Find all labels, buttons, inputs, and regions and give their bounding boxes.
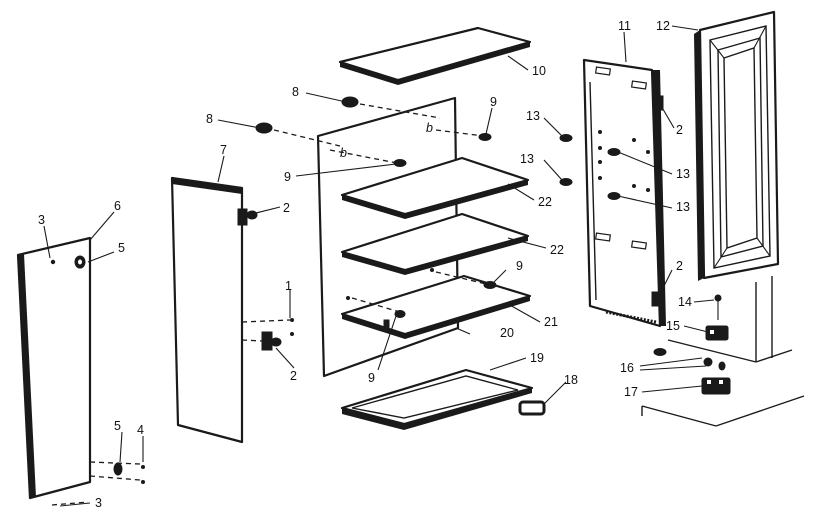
callout-9-left: 9 [284,170,291,184]
callout-3-bottom: 3 [95,496,102,510]
left-side-panel [16,236,145,506]
callout-2-panel7-bottom: 2 [290,369,297,383]
callout-9-top: 9 [490,95,497,109]
callout-7: 7 [220,143,227,157]
handle-18 [518,400,546,416]
dowel-upper [341,96,359,108]
shelf-22-upper [340,156,530,219]
callout-20: 20 [500,326,514,340]
screw-13-c [607,148,621,156]
callout-13-c: 13 [676,167,690,181]
base-panel-19 [340,368,534,430]
leader-lines [43,25,715,507]
shelf-22-lower [340,212,530,275]
callouts: 3 6 5 5 4 3 7 2 1 2 8 8 9 9 10 22 22 9 2… [38,19,692,510]
callout-5-bottom: 5 [114,419,121,433]
screw-back-top [478,133,492,141]
callout-11: 11 [618,19,631,33]
callout-22-lower: 22 [550,243,564,257]
screw-13-b [559,178,573,186]
callout-9-bottom: 9 [368,371,375,385]
screw-16-b [703,357,713,367]
callout-18: 18 [564,373,578,387]
callout-2-panel7-top: 2 [283,201,290,215]
callout-17: 17 [624,385,638,399]
callout-5-top: 5 [118,241,125,255]
side-panel-11 [559,58,666,328]
latch-corner-scene [641,276,805,427]
callout-13-a: 13 [526,109,540,123]
callout-6: 6 [114,199,121,213]
callout-22-upper: 22 [538,195,552,209]
top-panel-10 [338,26,532,85]
callout-16: 16 [620,361,634,375]
hinge-lower-left [261,331,273,351]
cam-lock-bottom [113,462,123,476]
callout-9-mid: 9 [516,259,523,273]
screw-back-panel [393,159,407,167]
screw-shelf-21-left [394,310,406,318]
callout-1: 1 [285,279,292,293]
door-12 [694,10,780,281]
panel-7 [170,176,294,444]
callout-8-bottom: 8 [206,112,213,126]
screw-16-c [718,361,726,371]
screw-13-a [559,134,573,142]
callout-19: 19 [530,351,544,365]
callout-14: 14 [678,295,692,309]
callout-3-top: 3 [38,213,45,227]
callout-10: 10 [532,64,546,78]
callout-2-upper-right: 2 [676,123,683,137]
strike-17 [701,377,731,395]
callout-21: 21 [544,315,558,329]
latch-15 [705,325,729,341]
callout-13-b: 13 [520,152,534,166]
hinge-lower-right [651,291,662,307]
callout-4: 4 [137,423,144,437]
dowel-lower [255,122,273,134]
svg-text:b: b [426,121,433,135]
shelf-21 [340,268,532,339]
callout-12: 12 [656,19,670,33]
callout-2-lower-right: 2 [676,259,683,273]
screw-16-a [653,348,667,356]
callout-8-top: 8 [292,85,299,99]
callout-15: 15 [666,319,680,333]
hinge-upper-right [653,95,664,111]
hinge-upper-left [237,208,248,226]
callout-13-d: 13 [676,200,690,214]
